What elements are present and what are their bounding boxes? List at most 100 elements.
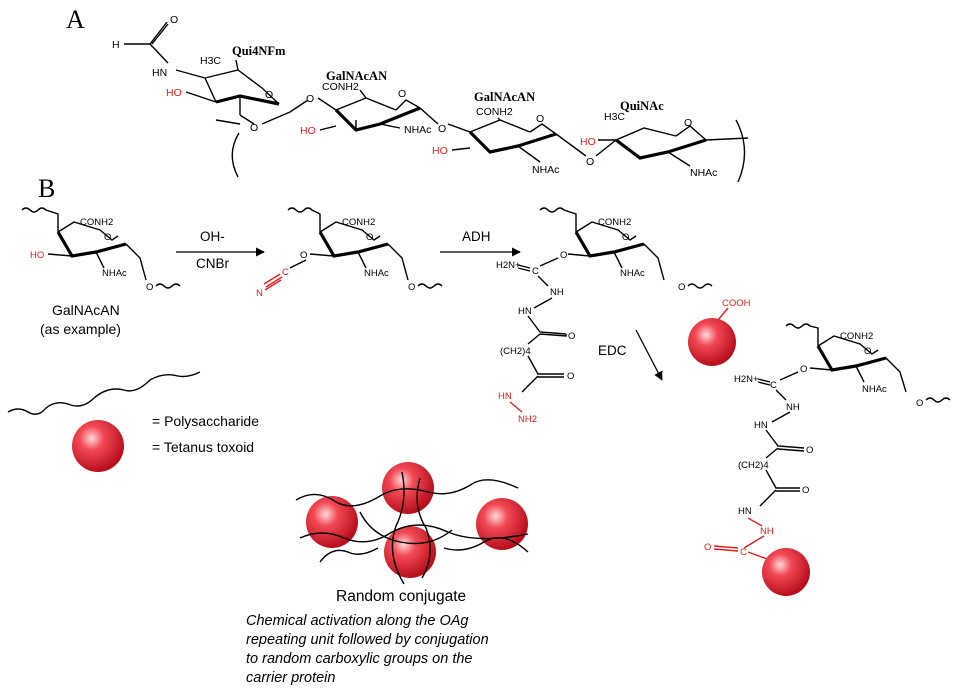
caption-line-3: to random carboxylic groups on the <box>246 651 473 667</box>
svg-text:O: O <box>800 364 807 375</box>
panel-a: A Qui4NFm GalNAcAN GalNAcAN QuiNAc H O H… <box>66 5 749 183</box>
nhac-2: NHAc <box>532 164 559 176</box>
amide-c: C <box>740 547 747 558</box>
start-galnacan: O CONH2 HO NHAc O <box>21 207 181 293</box>
svg-text:O: O <box>864 346 871 357</box>
amide-nh: NH <box>760 526 774 537</box>
amide-o: O <box>704 542 711 553</box>
step3-label: EDC <box>598 343 627 358</box>
h3c-label: H3C <box>200 55 221 67</box>
svg-text:O: O <box>366 232 373 243</box>
legend-toxoid: = Tetanus toxoid <box>152 439 254 455</box>
h3c-quinac: H3C <box>604 111 625 123</box>
arrow-edc <box>635 329 663 381</box>
ring-qui4nfm: O H3C HO O <box>166 55 309 134</box>
hydrazide-nh2: NH2 <box>518 414 537 425</box>
cluster-ball-right <box>476 498 528 550</box>
ring-galnacan-2: O CONH2 HO NHAc O <box>432 106 594 176</box>
cluster-ball-left <box>306 496 358 548</box>
svg-text:O: O <box>622 232 629 243</box>
cluster-ball-top <box>382 462 434 514</box>
formyl-o: O <box>170 14 178 26</box>
hydrazide-hn: HN <box>498 391 512 402</box>
cyanate-intermediate: O CONH2 O C N NHAc O <box>256 207 443 299</box>
svg-text:HN: HN <box>738 506 752 517</box>
unit-label-galnacan-1: GalNAcAN <box>326 69 387 83</box>
legend-polysaccharide-line <box>7 371 201 415</box>
caption-line-2: repeating unit followed by conjugation <box>246 632 489 648</box>
svg-text:O: O <box>398 88 406 100</box>
svg-text:NH: NH <box>550 287 564 298</box>
svg-text:O: O <box>265 89 273 101</box>
svg-text:O: O <box>408 282 415 293</box>
svg-text:O: O <box>250 122 258 134</box>
conjugate-title: Random conjugate <box>336 588 466 605</box>
svg-text:(CH2)4: (CH2)4 <box>500 346 531 357</box>
cluster-ball-bottom <box>384 526 436 578</box>
svg-text:O: O <box>678 282 685 293</box>
svg-text:O: O <box>916 398 923 409</box>
svg-text:O: O <box>802 485 809 496</box>
hydroxyl-galnacan-1: HO <box>300 125 316 137</box>
caption-line-1: Chemical activation along the OAg <box>246 613 468 629</box>
svg-text:O: O <box>438 123 446 135</box>
bracket-right <box>735 119 746 183</box>
svg-text:NH: NH <box>786 402 800 413</box>
unit-label-qui4nfm: Qui4NFm <box>232 44 286 58</box>
example-note: (as example) <box>40 321 121 337</box>
svg-text:O: O <box>536 113 544 125</box>
ring-quinac: O H3C HO NHAc <box>580 111 749 179</box>
svg-text:CONH2: CONH2 <box>80 217 113 228</box>
svg-text:HN: HN <box>754 420 768 431</box>
hydroxyl-galnacan-2: HO <box>432 145 448 157</box>
cyanate-n: N <box>256 288 263 299</box>
cyanate-c: C <box>282 267 289 278</box>
iminium-1: H2N+ <box>496 260 521 271</box>
start-hydroxyl: HO <box>30 250 44 261</box>
random-conjugate-cluster <box>295 462 529 585</box>
step1-top-label: OH- <box>200 229 225 244</box>
svg-text:NHAc: NHAc <box>620 268 645 279</box>
legend-toxoid-ball <box>72 420 124 472</box>
unit-label-galnacan-2: GalNAcAN <box>474 90 535 104</box>
svg-text:(CH2)4: (CH2)4 <box>738 460 769 471</box>
svg-text:O: O <box>146 282 153 293</box>
conh2-2: CONH2 <box>476 106 513 118</box>
svg-text:CONH2: CONH2 <box>342 217 375 228</box>
protein-ball-cooh <box>688 318 736 366</box>
ring-galnacan-1: O O CONH2 HO NHAc O <box>300 81 446 137</box>
svg-text:NHAc: NHAc <box>364 268 389 279</box>
svg-text:O: O <box>684 117 692 129</box>
svg-text:NHAc: NHAc <box>862 384 887 395</box>
svg-text:C: C <box>532 266 539 277</box>
svg-text:O: O <box>300 250 307 261</box>
protein-ball-conjugated <box>762 548 810 596</box>
hn-bond <box>175 69 206 79</box>
nhac-3: NHAc <box>690 167 717 179</box>
step1-bottom-label: CNBr <box>196 256 230 271</box>
step2-label: ADH <box>462 229 491 244</box>
svg-text:O: O <box>104 232 111 243</box>
nhac-1: NHAc <box>404 124 431 136</box>
svg-text:O: O <box>586 156 594 168</box>
conh2-1: CONH2 <box>322 81 359 93</box>
final-conjugate-unit: O CONH2 O H2N+ C NH HN O (CH2)4 O HN NH … <box>704 323 951 561</box>
svg-text:O: O <box>568 331 575 342</box>
hn-label: HN <box>152 67 167 79</box>
svg-text:O: O <box>306 93 314 105</box>
svg-text:C: C <box>770 380 777 391</box>
unit-label-quinac: QuiNAc <box>620 99 664 113</box>
example-unit-label: GalNAcAN <box>52 302 120 318</box>
svg-text:O: O <box>560 250 567 261</box>
formyl-h: H <box>112 39 120 51</box>
legend-polysaccharide: = Polysaccharide <box>152 413 259 429</box>
svg-text:HN: HN <box>518 306 532 317</box>
svg-text:CONH2: CONH2 <box>840 331 873 342</box>
svg-text:NHAc: NHAc <box>102 268 127 279</box>
cooh-label: COOH <box>722 298 751 309</box>
svg-text:O: O <box>806 445 813 456</box>
svg-text:O: O <box>567 371 574 382</box>
panel-a-label: A <box>66 5 85 34</box>
svg-text:CONH2: CONH2 <box>598 217 631 228</box>
